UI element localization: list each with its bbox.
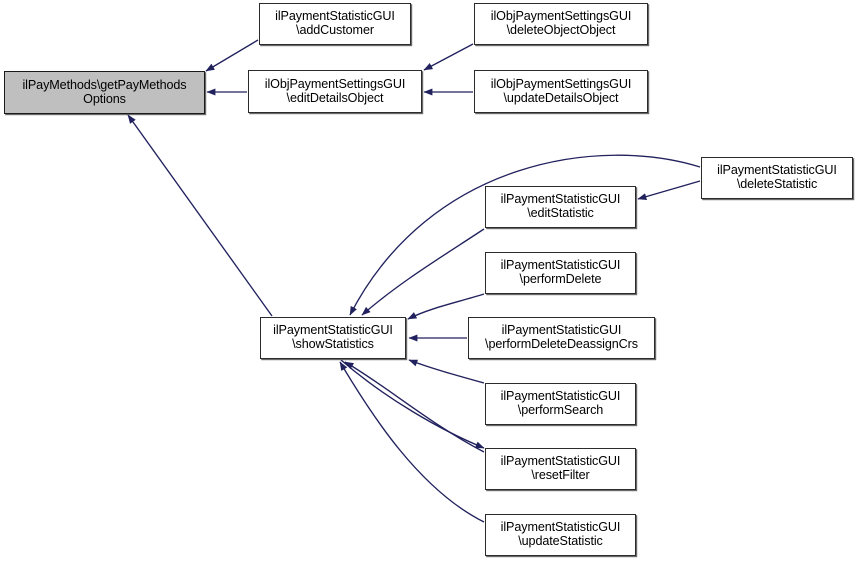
node-editstatistic[interactable]: ilPaymentStatisticGUI \editStatistic (485, 186, 636, 228)
node-label-line1: ilPaymentStatisticGUI (500, 520, 621, 535)
node-updatestatistic[interactable]: ilPaymentStatisticGUI \updateStatistic (485, 514, 636, 556)
edge-deleteobjectobject-to-editdetailsobject (423, 43, 474, 71)
edge-showstatistics-to-resetfilter (340, 359, 485, 449)
node-label-line2: \updateStatistic (518, 534, 603, 548)
node-performdeletedeassigncrs[interactable]: ilPaymentStatisticGUI \performDeleteDeas… (468, 317, 655, 359)
node-label-line1: ilPaymentStatisticGUI (275, 9, 395, 24)
node-label-line2: \performDeleteDeassignCrs (485, 337, 638, 351)
node-editdetailsobject[interactable]: ilObjPaymentSettingsGUI \editDetailsObje… (248, 70, 422, 113)
node-addcustomer[interactable]: ilPaymentStatisticGUI \addCustomer (259, 3, 411, 45)
node-updatedetailsobject[interactable]: ilObjPaymentSettingsGUI \updateDetailsOb… (474, 70, 648, 113)
edge-performdelete-to-showstatistics (407, 293, 485, 320)
node-label-line2: \deleteStatistic (736, 177, 818, 191)
edge-deletestatistic-to-showstatistics (349, 154, 701, 316)
node-label-line1: ilPayMethods\getPayMethods (22, 77, 187, 92)
node-label-line2: \deleteObjectObject (506, 23, 616, 37)
node-label-line2: \resetFilter (531, 468, 590, 482)
node-getpaymethodsoptions[interactable]: ilPayMethods\getPayMethods Options (4, 71, 205, 114)
node-label-line2: \editStatistic (527, 206, 594, 220)
node-resetfilter[interactable]: ilPaymentStatisticGUI \resetFilter (485, 448, 636, 490)
edge-resetfilter-to-showstatistics (344, 361, 485, 453)
node-label-line1: ilObjPaymentSettingsGUI (264, 76, 406, 91)
node-label-line1: ilObjPaymentSettingsGUI (490, 76, 632, 91)
node-label-line1: ilObjPaymentSettingsGUI (490, 9, 632, 24)
node-label-line1: ilPaymentStatisticGUI (500, 258, 621, 273)
edge-addcustomer-to-getpaymethodsoptions (205, 39, 259, 72)
node-performdelete[interactable]: ilPaymentStatisticGUI \performDelete (485, 252, 636, 294)
node-label-line2: \performDelete (519, 272, 602, 286)
node-label-line1: ilPaymentStatisticGUI (273, 323, 393, 338)
node-label-line2: Options (83, 91, 126, 106)
edge-deletestatistic-to-editstatistic (637, 180, 701, 201)
node-deleteobjectobject[interactable]: ilObjPaymentSettingsGUI \deleteObjectObj… (474, 3, 648, 45)
edge-performsearch-to-showstatistics (408, 359, 485, 384)
edge-showstatistics-to-getpaymethodsoptions (127, 114, 273, 317)
node-deletestatistic[interactable]: ilPaymentStatisticGUI \deleteStatistic (701, 157, 853, 199)
node-label-line2: \updateDetailsObject (503, 90, 619, 105)
node-label-line2: \performSearch (517, 403, 604, 417)
node-label-line2: \editDetailsObject (286, 90, 384, 105)
node-label-line2: \showStatistics (292, 337, 374, 351)
node-performsearch[interactable]: ilPaymentStatisticGUI \performSearch (485, 383, 636, 425)
node-label-line1: ilPaymentStatisticGUI (500, 454, 621, 469)
node-label-line1: ilPaymentStatisticGUI (501, 323, 622, 338)
node-showstatistics[interactable]: ilPaymentStatisticGUI \showStatistics (260, 317, 406, 359)
node-label-line1: ilPaymentStatisticGUI (500, 192, 621, 207)
node-label-line2: \addCustomer (296, 23, 374, 37)
edge-updatestatistic-to-showstatistics (339, 361, 485, 523)
node-label-line1: ilPaymentStatisticGUI (717, 163, 837, 178)
edge-editstatistic-to-showstatistics (361, 228, 485, 316)
node-label-line1: ilPaymentStatisticGUI (500, 389, 621, 404)
